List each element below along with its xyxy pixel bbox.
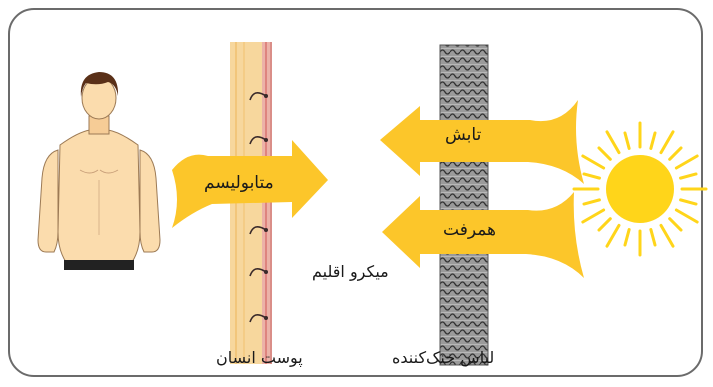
sun-ray [605,223,621,248]
sun-ray [674,208,699,224]
convection-arrow [382,192,584,278]
sun-ray [679,198,698,206]
cooling-clothing-caption: لباس خنک‌کننده [392,348,495,367]
sun-ray [668,146,683,161]
sun-ray [649,228,657,247]
sun-ray [597,217,612,232]
sun-ray [649,131,657,150]
skin-caption: پوست انسان [216,348,303,367]
sun-icon [572,121,708,257]
sun-ray [659,130,675,155]
sun-ray [623,228,631,247]
cooling-fabric [439,44,489,366]
human-figure [37,72,161,270]
sun-ray [581,154,606,170]
radiation-label: تابش [445,125,482,145]
microclimate-label: میکرو اقلیم [312,262,389,281]
metabolism-label: متابولیسم [204,173,274,193]
metabolism-arrow [172,140,328,228]
sun-ray [582,172,601,180]
sun-ray [659,223,675,248]
sun-ray [679,172,698,180]
sun-ray [668,217,683,232]
sun-ray [582,198,601,206]
sun-ray [581,208,606,224]
sun-ray [623,131,631,150]
sun-ray [597,146,612,161]
sun-ray [605,130,621,155]
radiation-arrow [380,100,584,184]
sun-ray [674,154,699,170]
convection-label: همرفت [443,220,496,240]
